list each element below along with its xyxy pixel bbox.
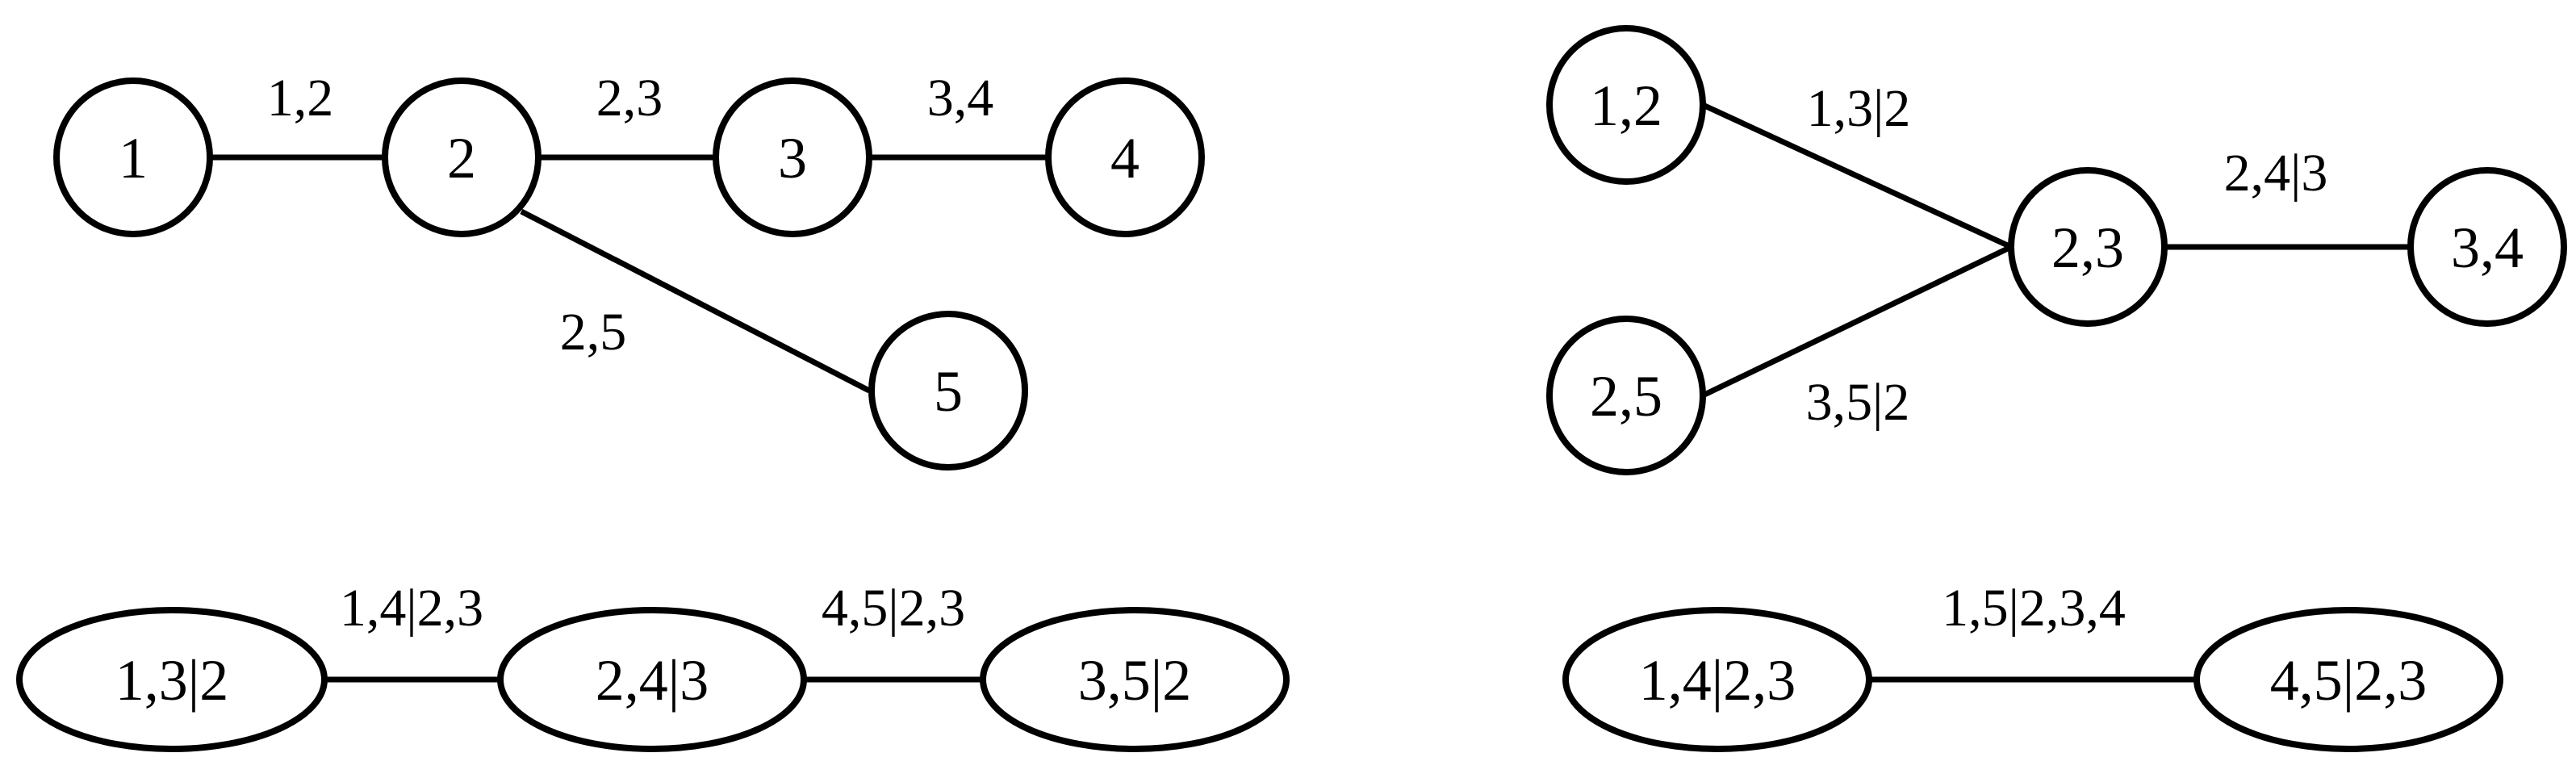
node-label: 2,5	[1590, 364, 1662, 429]
edge-label: 2,3	[596, 69, 663, 128]
node-label: 4,5|2,3	[2270, 648, 2427, 713]
node-label: 3,5|2	[1078, 648, 1191, 713]
edge-label: 1,4|2,3	[340, 579, 483, 638]
graph-node: 1,3|2	[16, 607, 328, 752]
edge-label: 4,5|2,3	[822, 579, 965, 638]
node-label: 2,3	[2051, 215, 2124, 280]
graph-node: 1,4|2,3	[1562, 607, 1872, 752]
node-label: 1,3|2	[115, 648, 228, 713]
edge-label: 2,5	[560, 303, 627, 362]
graph-node: 3,4	[2407, 167, 2567, 327]
node-label: 2	[447, 126, 476, 190]
node-label: 4	[1110, 126, 1140, 190]
node-label: 1	[119, 126, 148, 190]
edge-label: 1,2	[267, 69, 334, 128]
tree-1: 1,2 2,3 3,4 2,5 1 2 3 4 5	[53, 69, 1205, 471]
graph-node: 4	[1045, 77, 1205, 237]
edge-line	[1701, 102, 2013, 250]
graph-node: 3,5|2	[980, 607, 1290, 752]
edge-line	[520, 208, 871, 394]
graph-node: 1,2	[1546, 25, 1706, 185]
graph-node: 1	[53, 77, 213, 237]
tree-4: 1,5|2,3,4 1,4|2,3 4,5|2,3	[1562, 579, 2503, 752]
graph-node: 4,5|2,3	[2193, 607, 2503, 752]
edge-label: 3,4	[927, 69, 994, 128]
graph-node: 2,3	[2008, 167, 2168, 327]
graph-node: 5	[868, 311, 1028, 471]
graph-node: 2	[382, 77, 542, 237]
tree-2: 1,3|2 3,5|2 2,4|3 1,2 2,5 2,3 3,4	[1546, 25, 2567, 475]
node-label: 3,4	[2451, 215, 2524, 280]
edge-label: 1,5|2,3,4	[1942, 579, 2126, 638]
edge-line	[1701, 244, 2013, 399]
node-label: 1,2	[1590, 73, 1662, 138]
graph-node: 2,5	[1546, 316, 1706, 475]
edge-label: 1,3|2	[1807, 79, 1911, 138]
node-label: 1,4|2,3	[1639, 648, 1796, 713]
node-label: 2,4|3	[596, 648, 709, 713]
graph-node: 3	[713, 77, 872, 237]
node-label: 5	[934, 359, 963, 424]
node-label: 3	[778, 126, 807, 190]
edge-label: 2,4|3	[2224, 144, 2328, 203]
graph-node: 2,4|3	[497, 607, 807, 752]
tree-3: 1,4|2,3 4,5|2,3 1,3|2 2,4|3 3,5|2	[16, 579, 1290, 752]
edge-label: 3,5|2	[1806, 373, 1910, 432]
